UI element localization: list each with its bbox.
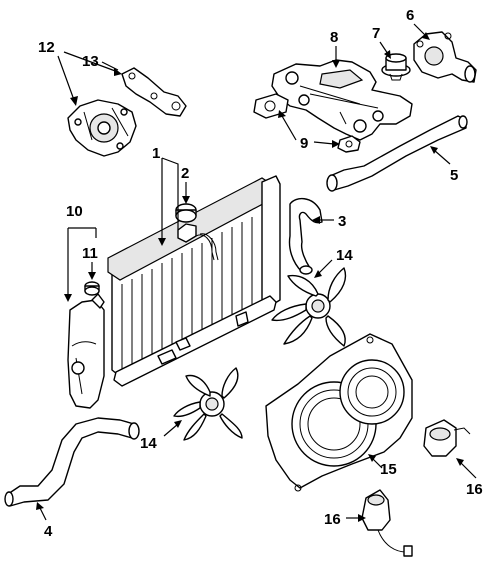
coolant-reservoir <box>67 293 105 409</box>
callout-12: 12 <box>38 39 55 56</box>
coolant-manifold <box>271 59 413 141</box>
fan-shroud <box>265 333 413 492</box>
callout-9: 9 <box>300 135 308 152</box>
thermostat-housing <box>413 31 477 83</box>
upper-radiator-hose <box>288 197 323 275</box>
callout-8: 8 <box>330 29 338 46</box>
callout-14-lower: 14 <box>140 435 157 452</box>
fan-motor-lower <box>361 489 413 557</box>
radiator-cap <box>175 203 197 223</box>
radiator <box>107 175 281 387</box>
callout-16-right: 16 <box>466 481 483 498</box>
reservoir-cap <box>84 281 100 296</box>
water-pump <box>67 99 137 157</box>
callout-7: 7 <box>372 25 380 42</box>
callout-labels: 12 13 1 2 3 4 5 6 7 8 9 10 11 14 14 15 1… <box>38 7 483 540</box>
callout-14-upper: 14 <box>336 247 353 264</box>
callout-16-lower: 16 <box>324 511 341 528</box>
cooling-fan-blade-right <box>271 267 347 347</box>
callout-3: 3 <box>338 213 346 230</box>
cooling-fan-blade-left <box>173 367 243 441</box>
water-pump-gasket <box>121 67 187 117</box>
callout-13: 13 <box>82 53 99 70</box>
lower-radiator-hose <box>4 417 140 507</box>
callout-4: 4 <box>44 523 53 540</box>
callout-10: 10 <box>66 203 83 220</box>
callout-15: 15 <box>380 461 397 478</box>
callout-5: 5 <box>450 167 458 184</box>
callout-6: 6 <box>406 7 414 24</box>
fan-motor-right <box>423 419 471 457</box>
thermostat <box>381 53 411 81</box>
callout-2: 2 <box>181 165 189 182</box>
callout-1: 1 <box>152 145 160 162</box>
leader-lines <box>36 23 477 522</box>
callout-11: 11 <box>82 245 98 262</box>
bypass-pipe <box>326 115 468 192</box>
